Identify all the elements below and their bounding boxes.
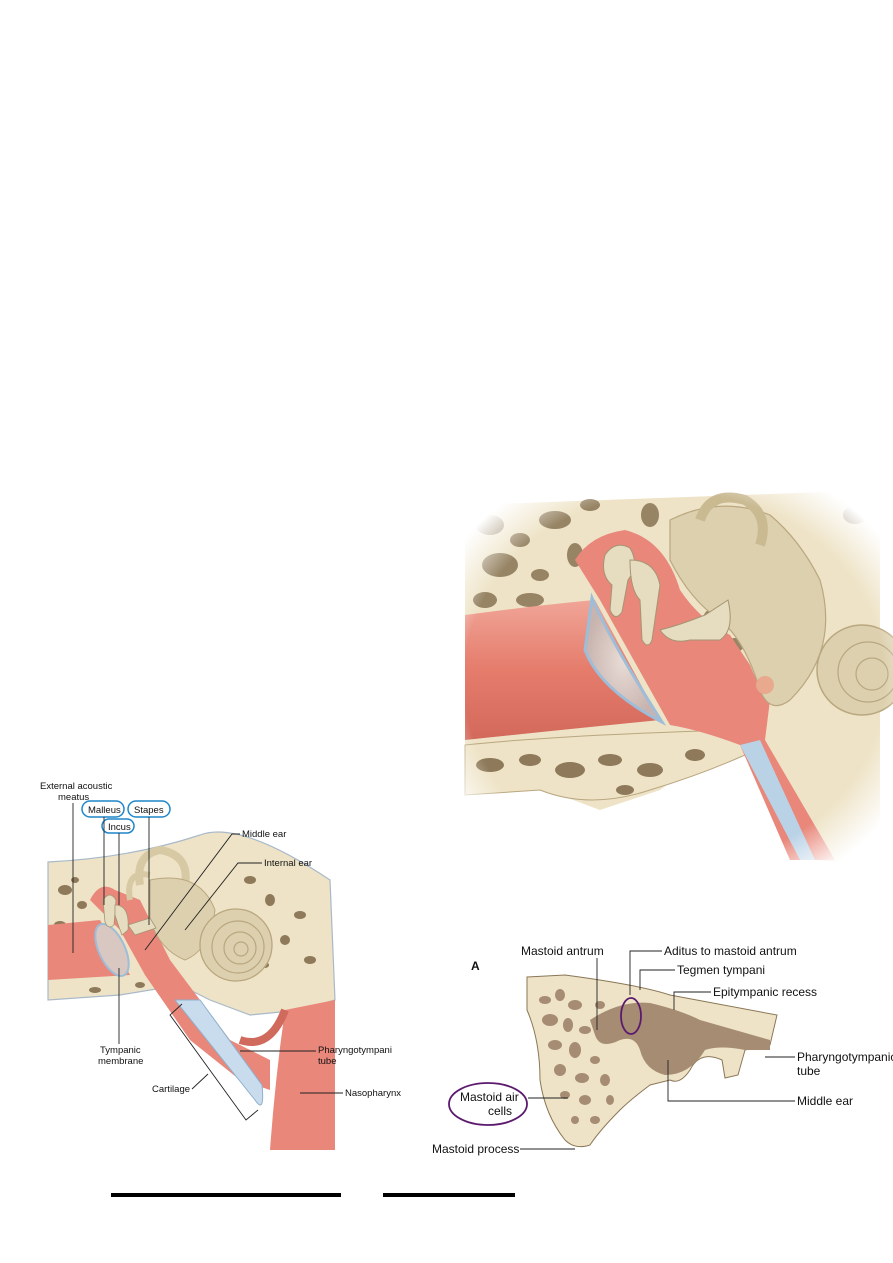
cartilage-region	[173, 999, 264, 1106]
callout-mastoid-air-cells	[448, 1082, 528, 1126]
label-middle-ear-left: Middle ear	[242, 829, 286, 840]
label-tegmen-tympani: Tegmen tympani	[677, 963, 765, 977]
label-aditus: Aditus to mastoid antrum	[664, 944, 797, 958]
label-middle-ear-right: Middle ear	[797, 1094, 853, 1108]
tympanic-membrane-left	[94, 923, 130, 977]
callout-incus	[101, 818, 135, 834]
label-mastoid-air-cells-line1: Mastoid air	[460, 1090, 519, 1104]
label-mastoid-air-cells-line2: cells	[488, 1104, 512, 1118]
label-pharyngotympanic-line2-left: tube	[318, 1056, 337, 1067]
label-nasopharynx: Nasopharynx	[345, 1088, 401, 1099]
label-external-acoustic-meatus-line2: meatus	[58, 792, 89, 803]
label-pharyngotympanic-line1-left: Pharyngotympani	[318, 1045, 392, 1056]
callout-aditus	[620, 997, 642, 1035]
label-pharyngotympanic-line2-right: tube	[797, 1064, 821, 1078]
nasopharynx-region	[270, 1000, 335, 1150]
label-mastoid-process: Mastoid process	[432, 1142, 519, 1156]
divider-left	[111, 1193, 341, 1197]
label-external-acoustic-meatus-line1: External acoustic	[40, 781, 113, 792]
divider-right	[383, 1193, 515, 1197]
label-incus: Incus	[108, 822, 131, 833]
label-epitympanic-recess: Epitympanic recess	[713, 985, 817, 999]
label-pharyngotympanic-line1-right: Pharyngotympanic	[797, 1050, 893, 1064]
label-tympanic-line2: membrane	[98, 1056, 143, 1067]
panel-letter-a: A	[471, 959, 480, 973]
label-malleus: Malleus	[88, 805, 121, 816]
label-stapes: Stapes	[134, 805, 164, 816]
label-internal-ear: Internal ear	[264, 858, 312, 869]
label-cartilage: Cartilage	[152, 1084, 190, 1095]
schematic-cavity	[590, 1002, 770, 1075]
label-tympanic-line1: Tympanic	[100, 1045, 141, 1056]
label-mastoid-antrum: Mastoid antrum	[521, 944, 604, 958]
callout-malleus	[81, 800, 125, 818]
